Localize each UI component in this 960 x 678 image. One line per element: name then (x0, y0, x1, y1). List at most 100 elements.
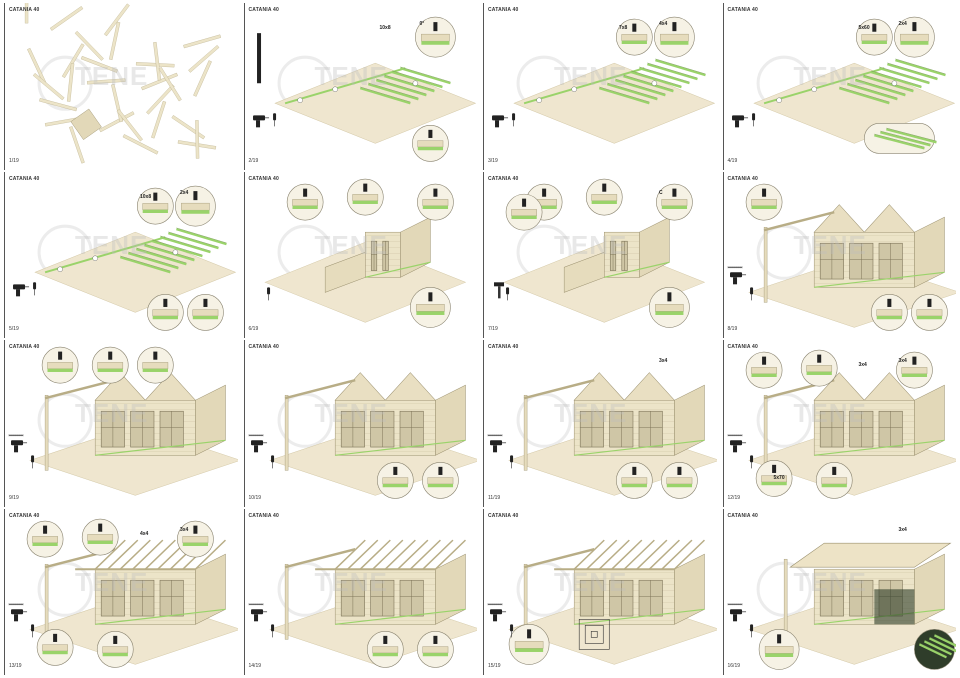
part-label-marker (651, 80, 658, 86)
roof-beam (523, 547, 595, 568)
tape-measure-icon (487, 434, 503, 437)
floor-joist (399, 67, 451, 85)
floor-joist (391, 71, 443, 89)
drill-icon (250, 440, 267, 453)
floor-joist (879, 131, 931, 147)
joist-edge (631, 70, 682, 87)
joist-edge (144, 243, 195, 259)
part-label-marker (891, 80, 897, 86)
drill-icon (729, 608, 746, 621)
panel-model-title: CATANIA 40 (727, 344, 759, 350)
part-label-marker (92, 255, 98, 261)
lumber-piece (135, 62, 175, 68)
detail-callout (81, 518, 119, 555)
step-illustration (727, 542, 956, 670)
panel-model-title: CATANIA 40 (248, 344, 280, 350)
detail-callout (758, 628, 799, 670)
detail-callout (855, 18, 893, 56)
part-label-marker (412, 80, 418, 86)
callout-label: 4x4 (659, 21, 668, 27)
cabin-model (364, 216, 431, 278)
joist-edge (607, 82, 658, 99)
tape-measure-icon (487, 602, 503, 605)
step-illustration (248, 539, 477, 668)
joist-edge (870, 70, 921, 87)
cabin-model (334, 372, 466, 456)
joist-edge (375, 78, 426, 95)
floor-joist (928, 636, 956, 652)
screwdriver-icon (749, 623, 753, 637)
floor-joist (894, 59, 946, 77)
detail-callout (41, 346, 79, 384)
support-post (284, 394, 288, 471)
panel-model-title: CATANIA 40 (248, 175, 280, 182)
page-number: 2/19 (248, 157, 259, 164)
screwdriver-icon (751, 113, 755, 127)
callout-label: 2x4 (898, 21, 907, 27)
floor-joist (152, 239, 203, 257)
screwdriver-icon (31, 623, 35, 637)
drill-icon (492, 115, 509, 128)
detail-callout (366, 630, 404, 668)
cabin-model (94, 372, 226, 456)
floor-joist (598, 87, 650, 105)
joist-edge (923, 639, 952, 653)
part-label-marker (536, 97, 542, 103)
page-number: 6/19 (248, 326, 259, 332)
drill-icon (252, 115, 269, 128)
detail-callout (815, 462, 853, 499)
detail-callout (615, 18, 653, 56)
detail-callout (508, 623, 550, 665)
lumber-piece (61, 43, 85, 78)
floor-joist (614, 79, 666, 97)
lumber-piece (116, 109, 143, 142)
step-illustration (731, 16, 955, 154)
joist-edge (367, 82, 418, 99)
callout-label: 3x4 (858, 362, 867, 368)
lumber-piece (80, 55, 118, 73)
lumber-piece (104, 3, 130, 37)
detail-callout (745, 183, 782, 220)
joist-edge (399, 66, 450, 83)
detail-callout (409, 286, 451, 328)
detail-callout (893, 16, 935, 58)
floor-joist (886, 63, 938, 81)
detail-callout (421, 462, 459, 499)
floor-joist (639, 67, 690, 85)
drill-icon (731, 115, 748, 128)
screwdriver-icon (749, 455, 753, 469)
page-number: 11/19 (488, 494, 501, 501)
screwdriver-icon (506, 286, 510, 300)
step-illustration (487, 539, 717, 665)
floor-joist (622, 75, 674, 93)
screwdriver-icon (270, 455, 274, 469)
joist-edge (873, 133, 924, 148)
detail-callout (414, 16, 456, 58)
detail-callout (661, 462, 698, 499)
detail-callout (187, 293, 224, 331)
screwdriver-icon (33, 281, 37, 295)
floor-joist (870, 71, 922, 89)
lumber-piece (153, 41, 162, 81)
joist-edge (136, 247, 187, 263)
page-number: 16/19 (727, 663, 741, 669)
detail-callout (26, 520, 64, 557)
detail-callout (870, 293, 908, 331)
support-post (284, 563, 288, 640)
panel-model-title: CATANIA 40 (488, 344, 519, 350)
part-label-marker (331, 86, 338, 92)
floor-joist (923, 639, 952, 655)
floor-joist (375, 79, 427, 97)
callout-label: C (659, 189, 663, 196)
screwdriver-icon (270, 623, 274, 637)
joist-edge (128, 251, 179, 267)
joist-edge (879, 130, 930, 145)
callout-label: 3x4 (180, 526, 189, 533)
callout-label: 5x60 (858, 25, 870, 31)
detail-callout (36, 628, 74, 666)
panel-model-title: CATANIA 40 (727, 7, 759, 13)
cabin-model (788, 542, 951, 625)
